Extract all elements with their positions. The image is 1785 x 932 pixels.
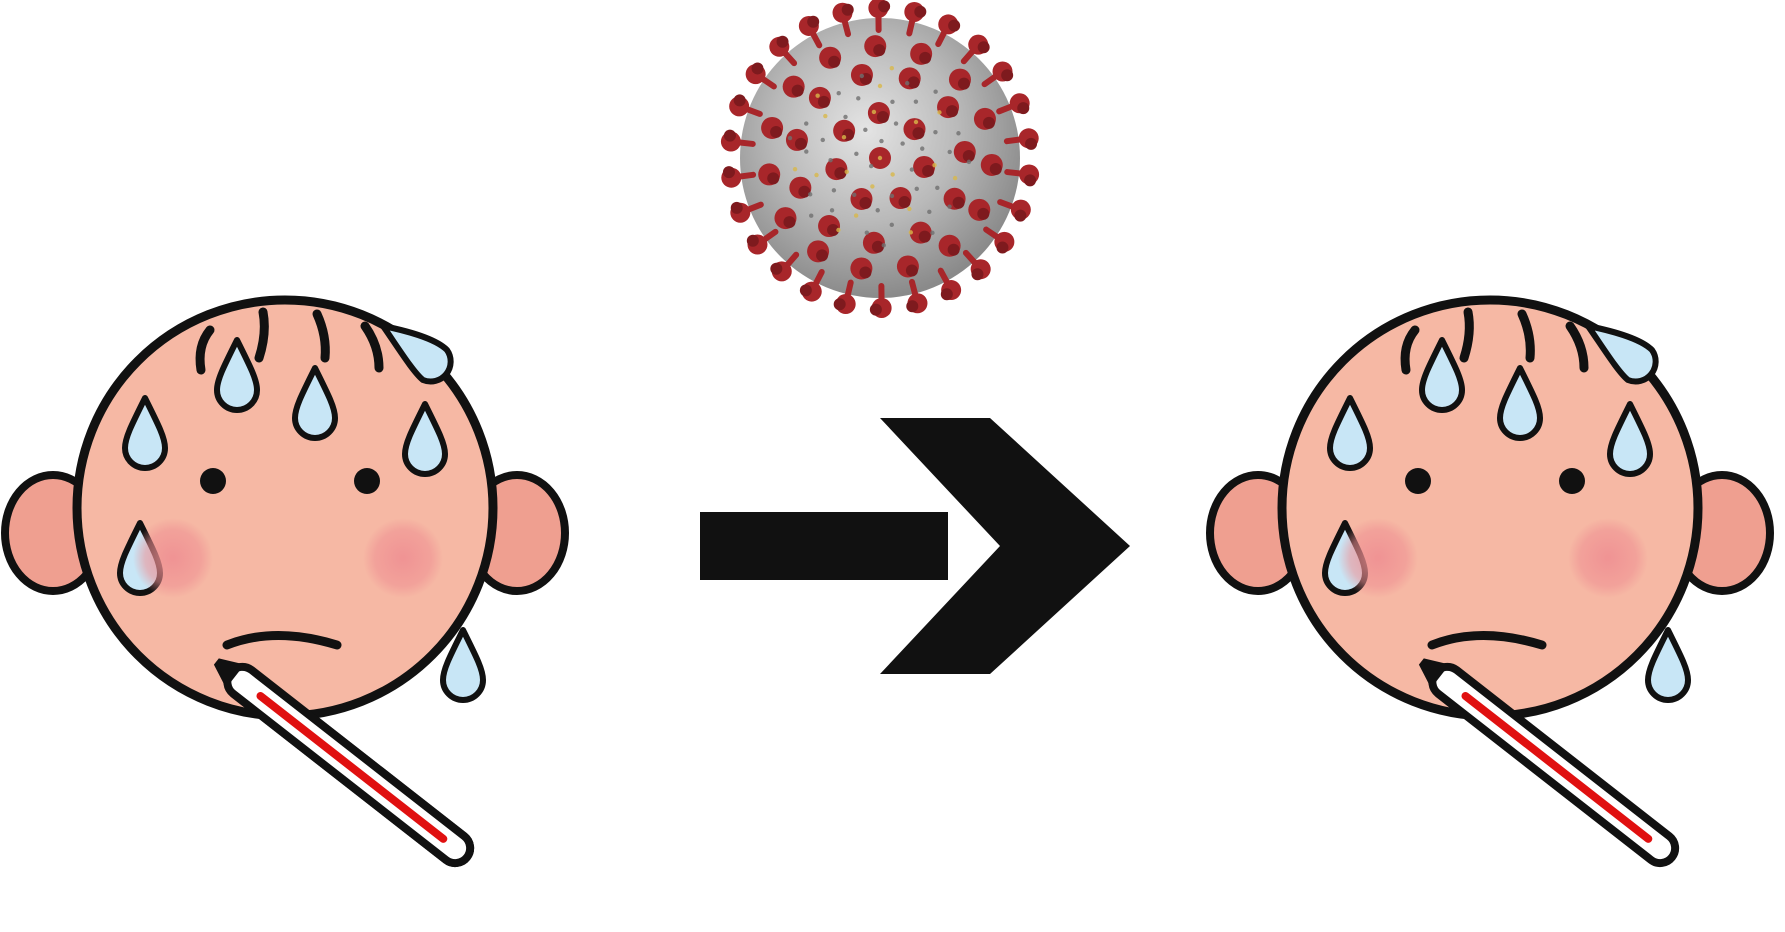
right-arrow-icon [700,418,1130,674]
coronavirus-icon [721,0,1039,318]
sick-child-right-icon [1210,300,1770,869]
sick-child-left-icon [5,300,565,869]
